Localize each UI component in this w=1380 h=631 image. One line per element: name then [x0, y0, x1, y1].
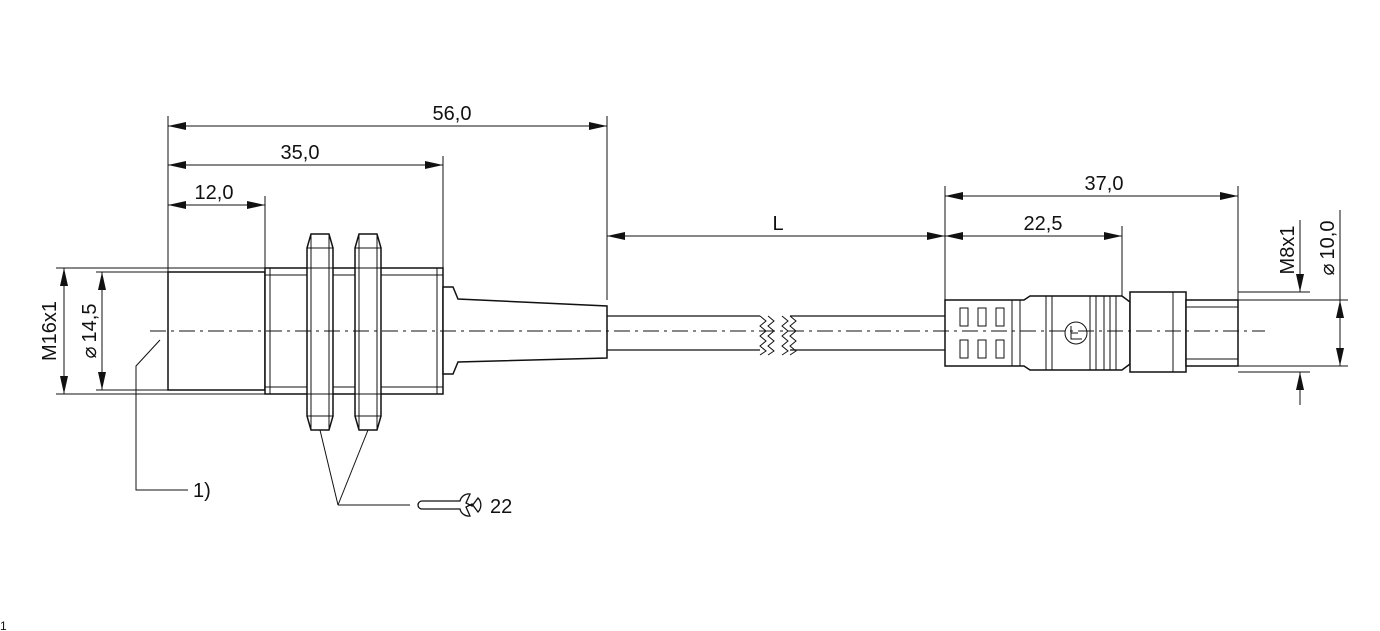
- dim-connector-diameter: ⌀ 10,0: [1238, 210, 1348, 367]
- brand-logo-icon: [1064, 321, 1088, 345]
- dim-cable-length: L: [607, 213, 945, 240]
- sensing-face-length-label: 12,0: [195, 182, 234, 204]
- dim-connector-thread: M8x1: [1238, 220, 1310, 405]
- dim-connector-grip-length: 22,5: [945, 213, 1122, 240]
- dim-sensor-thread: M16x1: [39, 267, 265, 395]
- margin-mark: 1: [0, 619, 7, 631]
- wrench-size-label: 22: [490, 496, 512, 518]
- dim-sensor-diameter: ⌀ 14,5: [79, 271, 168, 391]
- wrench-icon: [417, 493, 482, 517]
- connector-length-label: 37,0: [1085, 173, 1124, 195]
- connector-grip-length-label: 22,5: [1024, 213, 1063, 235]
- lock-nut-left: [306, 233, 334, 431]
- dim-thread-length: 35,0: [168, 142, 443, 169]
- note-1-label: 1): [193, 480, 211, 502]
- extension-lines: [167, 116, 1239, 300]
- cable-length-label: L: [772, 213, 783, 235]
- sensor-thread-label: M16x1: [39, 301, 61, 361]
- svg-text:⌀10,0: ⌀ 10,0: [1317, 221, 1339, 276]
- m8-connector: [944, 291, 1239, 373]
- sensor-diameter-label: 14,5: [79, 304, 101, 343]
- diameter-icon: ⌀: [1317, 263, 1339, 275]
- callout-wrench: 22: [319, 429, 512, 518]
- dim-sensing-face-length: 12,0: [168, 182, 265, 209]
- dim-connector-length: 37,0: [945, 173, 1238, 200]
- overall-length-label: 56,0: [433, 103, 472, 125]
- thread-length-label: 35,0: [281, 142, 320, 164]
- connector-thread-label: M8x1: [1277, 226, 1299, 275]
- callout-note-1: 1): [135, 339, 211, 502]
- diameter-icon: ⌀: [79, 346, 101, 358]
- lock-nut-right: [354, 233, 382, 431]
- svg-text:⌀14,5: ⌀ 14,5: [79, 304, 101, 359]
- dim-overall-length: 56,0: [168, 103, 607, 130]
- cable: [607, 315, 945, 356]
- connector-diameter-label: 10,0: [1317, 221, 1339, 260]
- sensor-body: [167, 267, 608, 395]
